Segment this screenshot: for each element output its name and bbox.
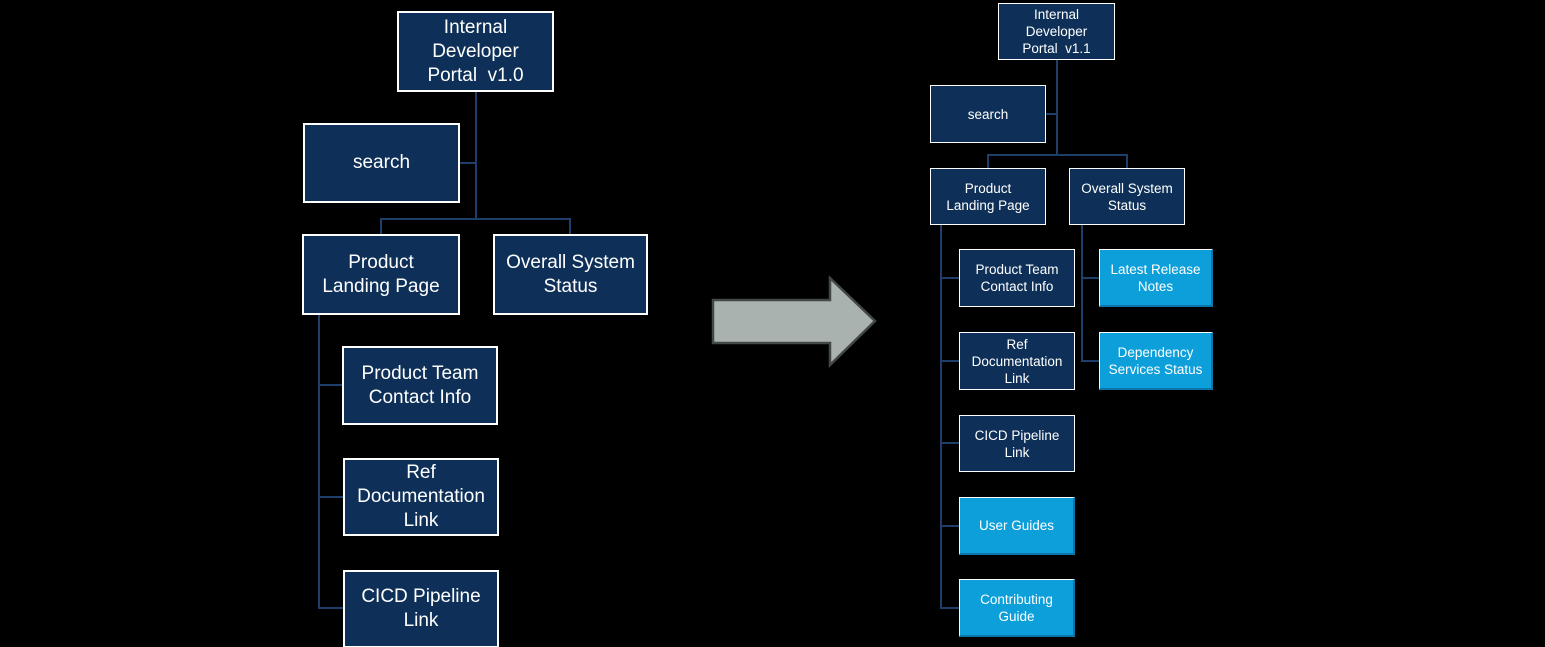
v10-overall-system-status-node: Overall System Status (493, 234, 648, 315)
connector-line (380, 218, 571, 220)
connector-line (940, 607, 959, 609)
v11-user-guides-node: User Guides (959, 497, 1075, 555)
connector-line (1081, 360, 1099, 362)
connector-line (987, 154, 1128, 156)
connector-line (940, 277, 959, 279)
v10-root-node: Internal Developer Portal v1.0 (397, 11, 554, 92)
connector-line (318, 315, 320, 609)
connector-line (380, 218, 382, 234)
v11-dependency-services-status-node: Dependency Services Status (1099, 332, 1213, 390)
v11-overall-system-status-node: Overall System Status (1069, 168, 1185, 225)
v10-ref-documentation-link-node: Ref Documentation Link (343, 458, 499, 536)
v11-product-team-contact-info-node: Product Team Contact Info (959, 249, 1075, 307)
connector-line (1046, 113, 1057, 115)
v11-contributing-guide-node: Contributing Guide (959, 579, 1075, 637)
connector-line (1126, 154, 1128, 168)
connector-line (940, 225, 942, 609)
connector-line (318, 384, 342, 386)
connector-line (987, 154, 989, 168)
connector-line (1081, 225, 1083, 361)
connector-line (475, 92, 477, 219)
v10-product-team-contact-info-node: Product Team Contact Info (342, 346, 498, 425)
connector-line (569, 218, 571, 234)
connector-line (318, 607, 343, 609)
connector-line (318, 496, 343, 498)
v10-search-node: search (303, 123, 460, 203)
v11-search-node: search (930, 85, 1046, 143)
connector-line (1056, 60, 1058, 156)
v11-ref-documentation-link-node: Ref Documentation Link (959, 332, 1075, 390)
v10-cicd-pipeline-link-node: CICD Pipeline Link (343, 570, 499, 647)
v11-latest-release-notes-node: Latest Release Notes (1099, 249, 1213, 307)
v11-cicd-pipeline-link-node: CICD Pipeline Link (959, 415, 1075, 472)
connector-line (460, 162, 477, 164)
connector-line (940, 525, 959, 527)
v10-product-landing-page-node: Product Landing Page (302, 234, 460, 315)
connector-line (940, 442, 959, 444)
transition-arrow (711, 275, 877, 368)
connector-line (1081, 277, 1099, 279)
v11-product-landing-page-node: Product Landing Page (930, 168, 1046, 225)
v11-root-node: Internal Developer Portal v1.1 (998, 3, 1115, 60)
connector-line (940, 360, 959, 362)
